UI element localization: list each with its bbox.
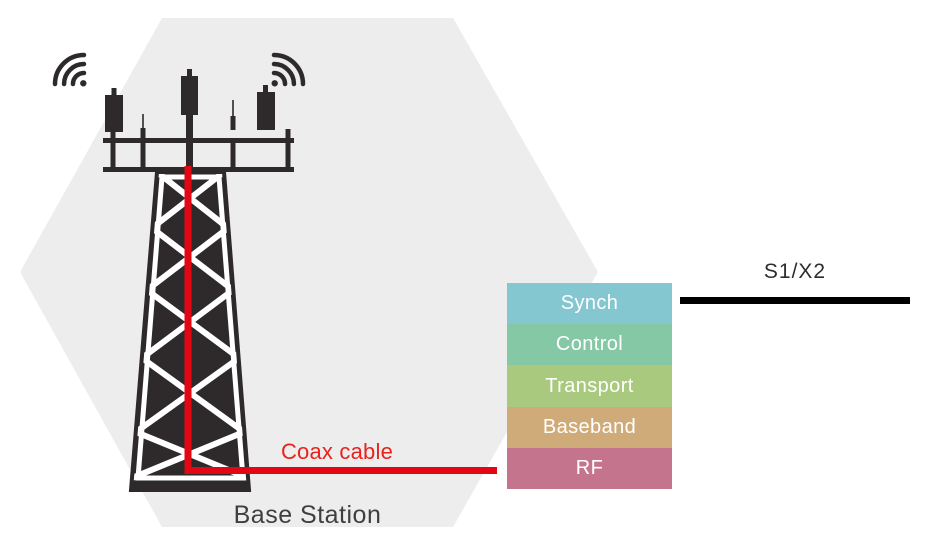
- antenna-panel-left-stub: [111, 88, 117, 96]
- crossbar-post: [230, 138, 236, 172]
- center-mast: [186, 112, 193, 172]
- antenna-panel-center-stub: [187, 69, 192, 77]
- s1x2-interface-line: [680, 297, 910, 304]
- crossbar-post: [285, 129, 291, 172]
- tower-lattice-zigzag: [131, 172, 249, 481]
- protocol-stack: Synch Control Transport Baseband RF: [507, 283, 672, 490]
- whip-antenna-right: [232, 100, 234, 130]
- antenna-panel-right: [257, 92, 275, 130]
- coax-cable-line: [184, 166, 497, 474]
- crossbar-post: [140, 138, 146, 172]
- whip-antenna-left-base: [140, 128, 146, 142]
- stack-layer-rf: RF: [507, 447, 672, 490]
- antenna-panel-left: [105, 95, 123, 132]
- s1x2-label: S1/X2: [763, 260, 827, 283]
- coax-cable-label: Coax cable: [280, 439, 394, 464]
- stack-layer-control: Control: [507, 324, 672, 366]
- crossbar-rail-bottom: [103, 167, 294, 172]
- stack-layer-synch: Synch: [507, 283, 672, 325]
- crossbar-post: [110, 131, 116, 172]
- crossbar-rail-top: [103, 138, 294, 143]
- antenna-panel-right-stub: [263, 85, 268, 93]
- base-station-label: Base Station: [233, 501, 382, 529]
- stack-layer-baseband: Baseband: [507, 406, 672, 448]
- wifi-signal-icon-right: [271, 52, 306, 87]
- whip-antenna-right-base: [230, 116, 236, 130]
- wifi-dot: [271, 80, 278, 87]
- wifi-signal-icon-left: [52, 52, 87, 87]
- antenna-panel-center: [181, 76, 198, 115]
- wifi-dot: [80, 80, 87, 87]
- stack-layer-transport: Transport: [507, 365, 672, 407]
